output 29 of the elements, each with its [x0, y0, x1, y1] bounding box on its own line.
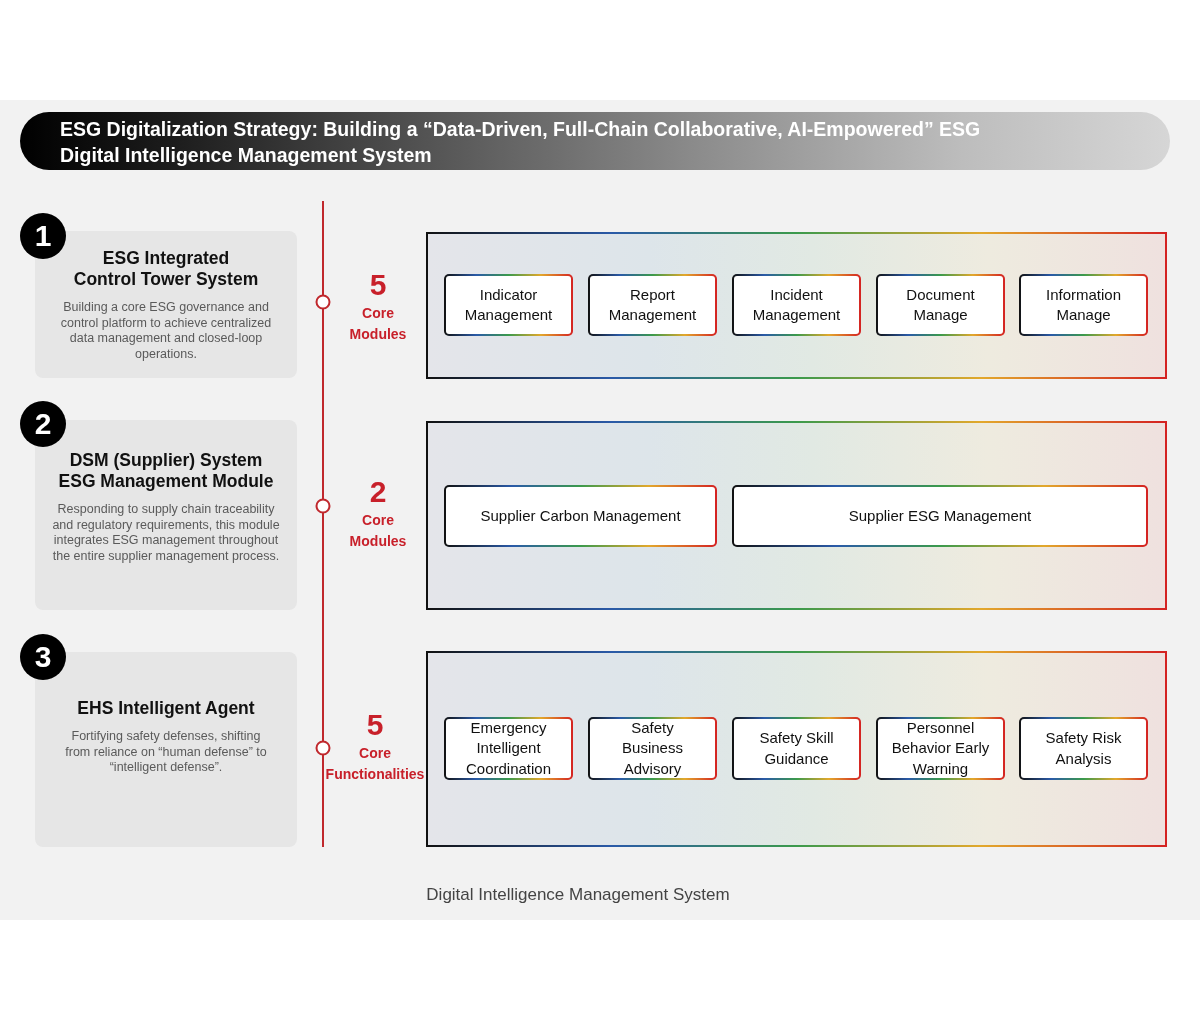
module-card: Report Management [588, 274, 717, 336]
module-card: Emergency Intelligent Coordination [444, 717, 573, 780]
module-count: 5 [368, 269, 388, 301]
module-card: Information Manage [1019, 274, 1148, 336]
title-banner: ESG Digitalization Strategy: Building a “Data-Driven, Full-Chain Collaborative, AI-Empowered” ESG Digital Intelligence Management System [20, 112, 1170, 170]
caption: Digital Intelligence Management System [425, 884, 731, 906]
module-card: Incident Management [732, 274, 861, 336]
module-card: Personnel Behavior Early Warning [876, 717, 1005, 780]
count-label: Core Modules [348, 511, 408, 551]
module-panel [426, 232, 1167, 379]
module-card: Safety Business Advisory [588, 717, 717, 780]
card-description: Responding to supply chain traceability and regulatory requirements, this module integrates ESG management throughout the entire supplier management process. [51, 502, 281, 565]
module-card: Safety Skill Guidance [732, 717, 861, 780]
module-card: Safety Risk Analysis [1019, 717, 1148, 780]
module-card: Indicator Management [444, 274, 573, 336]
module-card: Document Manage [876, 274, 1005, 336]
card-title: DSM (Supplier) System ESG Management Module [57, 450, 275, 492]
card-title: ESG Integrated Control Tower System [73, 248, 259, 290]
module-card: Supplier ESG Management [732, 485, 1148, 547]
card-description: Building a core ESG governance and control platform to achieve centralized data management and closed-loop operations. [59, 300, 273, 363]
module-card: Supplier Carbon Management [444, 485, 717, 547]
count-label: Core Modules [348, 304, 408, 344]
card-title: EHS Intelligent Agent [76, 698, 256, 719]
module-panel [426, 651, 1167, 847]
module-count: 2 [368, 476, 388, 508]
module-count: 5 [365, 709, 385, 741]
card-description: Fortifying safety defenses, shifting from reliance on “human defense” to “intelligent defense”. [64, 729, 268, 776]
module-panel [426, 421, 1167, 610]
count-label: Core Functionalities [325, 744, 425, 784]
